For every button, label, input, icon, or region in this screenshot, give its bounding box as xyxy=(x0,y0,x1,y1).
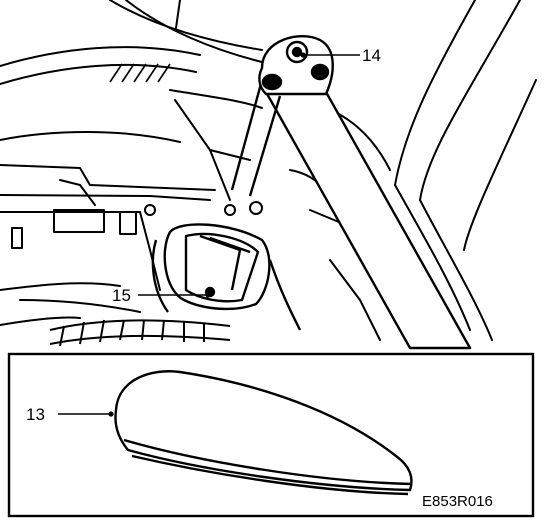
callout-13: 13 xyxy=(26,405,114,424)
seat-belt-strap xyxy=(230,79,472,350)
belt-retractor xyxy=(151,223,302,331)
trim-cover-panel xyxy=(114,370,413,496)
callout-label-14: 14 xyxy=(362,46,381,65)
callout-15: 15 xyxy=(112,286,211,305)
callout-label-15: 15 xyxy=(112,286,131,305)
figure-code: E853R016 xyxy=(422,493,493,510)
callout-14: 14 xyxy=(300,46,381,65)
callout-label-13: 13 xyxy=(26,405,45,424)
roof-hatching xyxy=(109,63,171,83)
upper-anchor-bolt xyxy=(258,35,334,96)
wiring-harness xyxy=(49,319,231,347)
